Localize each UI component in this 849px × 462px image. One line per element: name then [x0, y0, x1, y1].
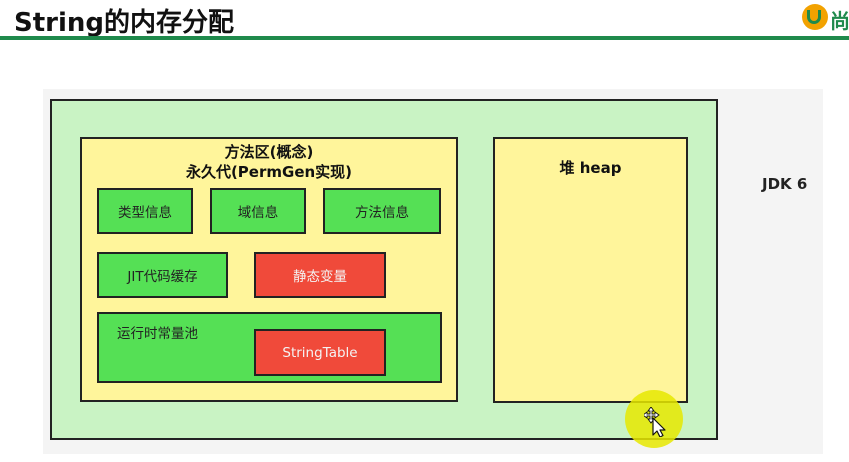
method-area-title: 方法区(概念)	[224, 143, 314, 161]
brand-logo-icon: 尚	[800, 4, 849, 32]
move-cursor-icon	[644, 407, 666, 437]
string-table-box: StringTable	[254, 329, 386, 376]
type-info-box: 类型信息	[97, 188, 193, 234]
heap-label: 堆 heap	[559, 159, 622, 177]
jit-cache-box: JIT代码缓存	[97, 252, 228, 298]
method-info-box: 方法信息	[323, 188, 441, 234]
jdk-version-label: JDK 6	[762, 175, 808, 193]
slide-title: String的内存分配	[14, 8, 235, 38]
field-info-box: 域信息	[210, 188, 306, 234]
title-divider	[0, 36, 849, 40]
permgen-title: 永久代(PermGen实现)	[185, 163, 353, 181]
logo-text: 尚	[830, 9, 849, 32]
static-vars-box: 静态变量	[254, 252, 386, 298]
runtime-constant-pool-label: 运行时常量池	[117, 326, 198, 342]
logo-u-mark	[807, 10, 821, 24]
title-bar: String的内存分配	[0, 0, 849, 38]
heap-area	[493, 137, 688, 403]
